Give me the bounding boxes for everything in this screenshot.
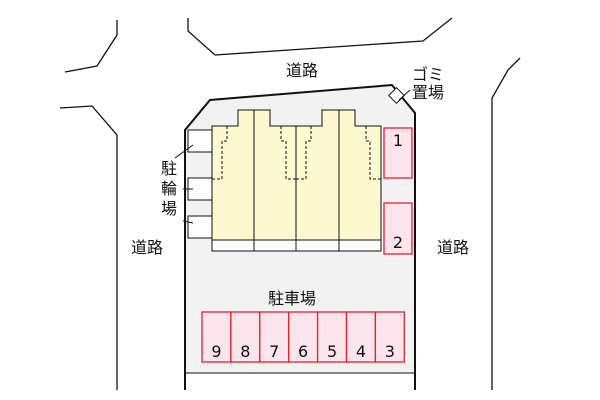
building [211, 109, 382, 252]
parking-label: 駐車場 [268, 289, 317, 308]
road-edge-left [59, 105, 118, 390]
road-edge-top [187, 17, 453, 56]
bicycle-label-3: 場 [161, 199, 178, 218]
parking-space-rect [201, 311, 232, 363]
garbage-label-line1: ゴミ [412, 65, 445, 84]
parking-number: 3 [385, 342, 395, 361]
garbage-label-line2: 置場 [412, 83, 445, 102]
parking-number: 4 [356, 342, 366, 361]
parking-space-rect [374, 311, 405, 363]
parking-space-rect [230, 311, 261, 363]
bicycle-racks [174, 129, 213, 239]
parking-space-4: 4 [345, 311, 377, 363]
parking-number: 5 [327, 342, 337, 361]
parking-space-8: 8 [230, 311, 261, 363]
parking-number: 2 [393, 233, 403, 252]
road-label-right: 道路 [437, 238, 470, 257]
parking-number: 7 [269, 342, 279, 361]
lot-boundary [184, 83, 416, 390]
bicycle-label-2: 輪 [161, 179, 178, 198]
road-edge-right [491, 57, 521, 390]
road-label-top: 道路 [286, 61, 319, 80]
parking-space-5: 5 [316, 311, 348, 363]
parking-space-1: 1 [383, 127, 413, 179]
parking-number: 8 [240, 342, 250, 361]
road-edge-top-left [64, 20, 118, 73]
parking-number: 1 [393, 131, 403, 150]
garbage-area-icon [388, 87, 411, 104]
parking-space-rect [288, 311, 319, 363]
parking-number: 9 [211, 342, 221, 361]
parking-number: 6 [298, 342, 308, 361]
parking-space-7: 7 [259, 311, 290, 363]
road-label-left: 道路 [131, 238, 164, 257]
parking-space-3: 3 [374, 311, 405, 363]
parking-space-2: 2 [383, 202, 413, 255]
parking-space-9: 9 [201, 311, 232, 363]
bicycle-label-1: 駐 [161, 159, 178, 178]
parking-space-rect [345, 311, 377, 363]
parking-space-6: 6 [288, 311, 319, 363]
